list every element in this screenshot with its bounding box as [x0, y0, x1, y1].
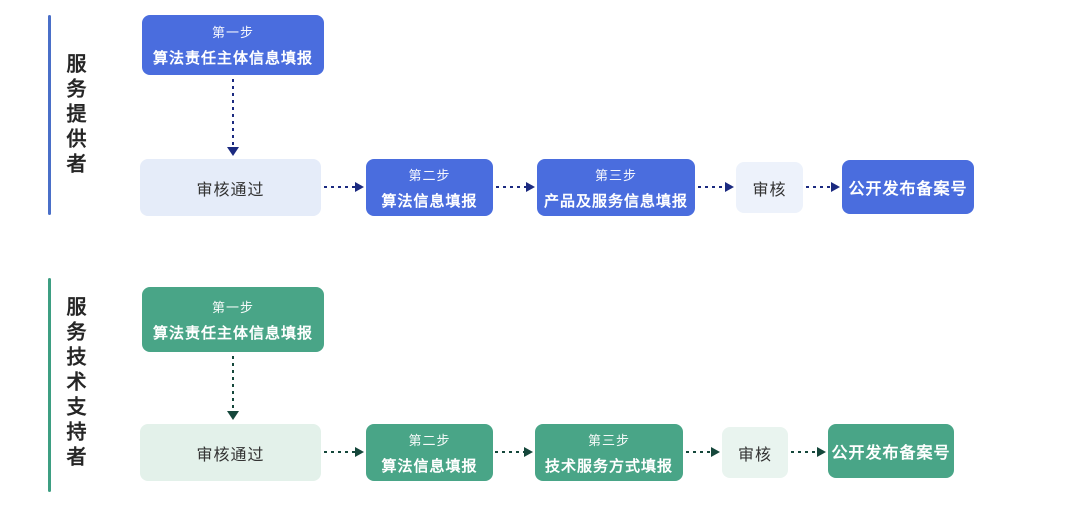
arrow-right-icon	[324, 181, 364, 193]
arrow-head	[355, 447, 364, 457]
box-label: 审核	[737, 446, 772, 464]
arrow-head	[831, 182, 840, 192]
arrow-head	[524, 447, 533, 457]
arrow-right-icon	[698, 181, 734, 193]
flow-box-step2: 第二步 算法信息填报	[366, 424, 493, 481]
arrow-right-icon	[324, 446, 364, 458]
arrow-head	[711, 447, 720, 457]
step-number: 第三步	[587, 432, 630, 448]
box-label: 公开发布备案号	[848, 181, 968, 198]
arrow-right-icon	[496, 181, 535, 193]
step-number: 第一步	[211, 299, 254, 315]
arrow-dash	[698, 185, 725, 189]
step-title: 产品及服务信息填报	[543, 192, 688, 210]
box-label: 审核	[752, 181, 787, 199]
step-title: 技术服务方式填报	[544, 457, 673, 475]
box-label: 公开发布备案号	[831, 445, 951, 462]
step-title: 算法责任主体信息填报	[152, 324, 313, 342]
lane-marker-line	[48, 278, 51, 492]
flow-box-step2: 第二步 算法信息填报	[366, 159, 493, 216]
flow-box-review-pass: 审核通过	[140, 159, 321, 216]
arrow-head	[227, 147, 239, 156]
lane-label-service-tech-supporter: 服务技术支持者	[63, 296, 85, 471]
flow-box-step3: 第三步 技术服务方式填报	[535, 424, 683, 481]
arrow-dash	[496, 185, 526, 189]
lane-marker-line	[48, 15, 51, 215]
step-title: 算法信息填报	[381, 192, 478, 210]
step-number: 第三步	[594, 167, 637, 183]
arrow-dash	[806, 185, 831, 189]
flow-box-step3: 第三步 产品及服务信息填报	[537, 159, 695, 216]
arrow-dash	[231, 79, 235, 147]
arrow-right-icon	[495, 446, 533, 458]
flow-box-review: 审核	[722, 427, 788, 478]
step-title: 算法责任主体信息填报	[152, 50, 313, 67]
arrow-right-icon	[806, 181, 840, 193]
arrow-dash	[495, 450, 524, 454]
step-number: 第二步	[408, 432, 451, 448]
box-label: 审核通过	[196, 446, 265, 464]
flow-box-review: 审核	[736, 162, 803, 213]
flow-box-final: 公开发布备案号	[828, 424, 954, 478]
arrow-dash	[231, 356, 235, 411]
arrow-dash	[324, 450, 355, 454]
arrow-dash	[324, 185, 355, 189]
arrow-dash	[686, 450, 711, 454]
arrow-down-icon	[226, 79, 240, 156]
step-number: 第一步	[211, 25, 254, 40]
flow-box-step1: 第一步 算法责任主体信息填报	[142, 287, 324, 352]
flow-box-review-pass: 审核通过	[140, 424, 321, 481]
arrow-head	[725, 182, 734, 192]
step-title: 算法信息填报	[381, 457, 478, 475]
arrow-right-icon	[791, 446, 826, 458]
lane-label-service-provider: 服务提供者	[63, 53, 85, 178]
arrow-head	[526, 182, 535, 192]
arrow-right-icon	[686, 446, 720, 458]
step-number: 第二步	[408, 167, 451, 183]
box-label: 审核通过	[196, 181, 265, 199]
arrow-head	[227, 411, 239, 420]
arrow-head	[817, 447, 826, 457]
arrow-down-icon	[226, 356, 240, 420]
arrow-dash	[791, 450, 817, 454]
arrow-head	[355, 182, 364, 192]
flow-box-step1: 第一步 算法责任主体信息填报	[142, 15, 324, 75]
flow-box-final: 公开发布备案号	[842, 160, 974, 214]
